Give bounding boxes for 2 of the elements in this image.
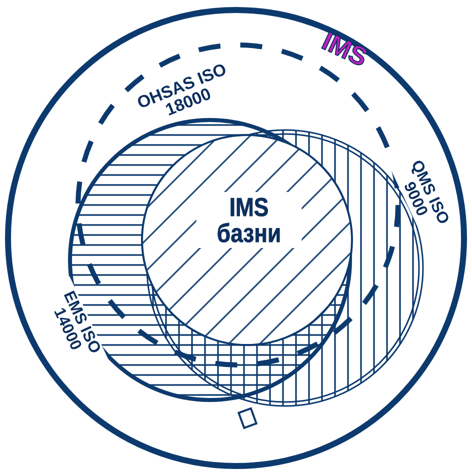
region-label: IMS	[316, 24, 374, 74]
region-label: IMS базни	[196, 192, 302, 248]
